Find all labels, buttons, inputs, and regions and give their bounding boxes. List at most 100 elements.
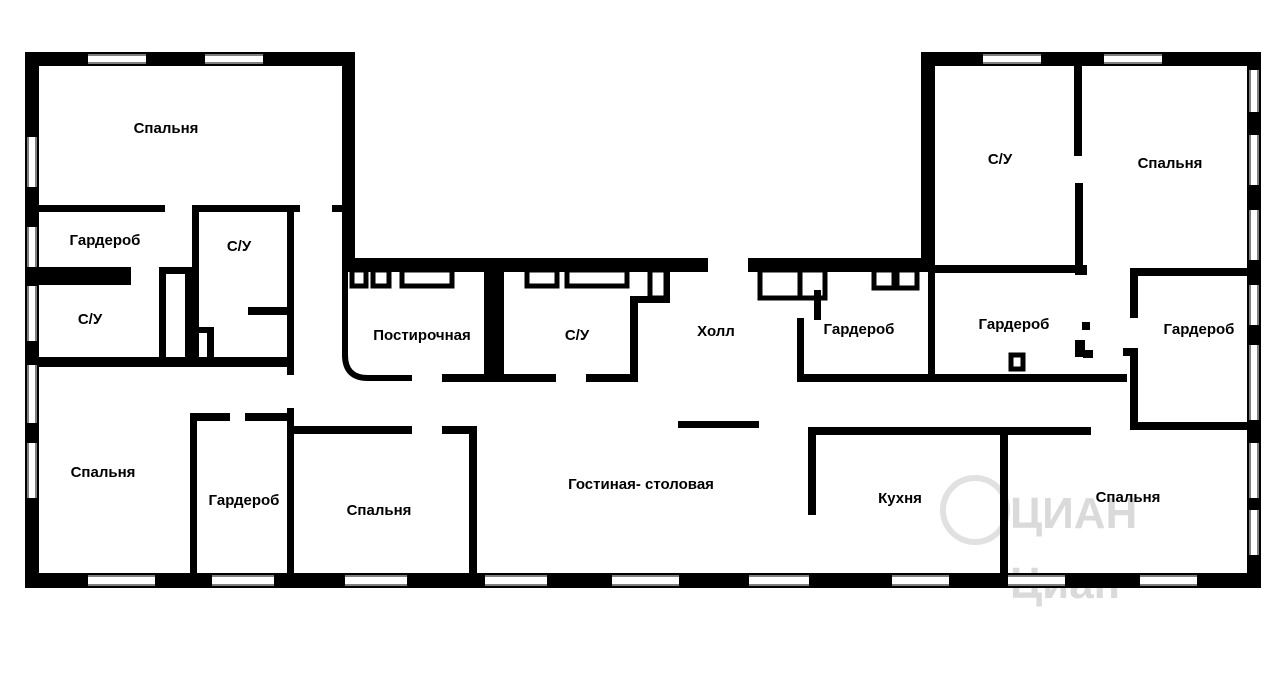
wall [39,267,131,285]
room-label-wardrobe-c2: Гардероб [979,316,1050,333]
window-pane [27,286,37,341]
wall [808,427,1091,435]
window [983,54,1041,64]
wall [1130,268,1138,318]
window [1140,575,1197,586]
window [1249,210,1259,260]
window-pane [1249,135,1259,185]
wall [287,408,294,573]
wall [492,272,504,382]
window [27,137,37,187]
window-pane [1104,54,1162,64]
wall [678,421,759,428]
window-pane [205,54,263,64]
wall [199,327,214,333]
wall [442,426,477,434]
room-label-wardrobe-e: Гардероб [1164,321,1235,338]
fixture [399,267,455,289]
window [1008,575,1065,586]
window [27,227,37,267]
room-label-bath-center: С/У [565,327,590,344]
room-label-bedroom-se: Спальня [1096,489,1161,506]
wall [159,267,192,274]
room-label-wardrobe-sw: Гардероб [209,492,280,509]
window-pane [27,227,37,267]
room-label-laundry: Постирочная [373,327,470,344]
room-label-bath-ne: С/У [988,151,1013,168]
wall [1000,427,1008,573]
window-pane [88,575,155,586]
window [1249,345,1259,420]
fixture [524,267,560,289]
wall [797,374,1127,382]
window [88,54,146,64]
window [1249,443,1259,498]
fixture [647,267,669,301]
wall [25,52,355,66]
wall [245,413,294,421]
window-pane [612,575,679,586]
fixture [871,267,897,291]
wall [921,52,935,272]
wall [808,427,816,515]
wall [190,413,230,421]
window-pane [1008,575,1065,586]
fixture [894,267,920,291]
wall [921,52,1261,66]
wall [190,420,197,573]
wall [797,318,804,382]
window [1249,285,1259,325]
room-label-bedroom-ne: Спальня [1138,155,1203,172]
window-pane [749,575,809,586]
room-label-hall: Холл [697,323,735,340]
window [27,286,37,341]
window-pane [1249,285,1259,325]
room-label-wardrobe-c1: Гардероб [824,321,895,338]
wall [928,272,935,382]
fixture [370,267,392,289]
window-pane [1249,70,1259,112]
window [485,575,547,586]
window-pane [1249,443,1259,498]
room-label-bedroom-s: Спальня [347,502,412,519]
wall [332,205,342,212]
window [205,54,263,64]
window [892,575,949,586]
window [27,365,37,423]
wall [185,274,192,357]
wall [39,357,294,367]
wall [342,52,355,272]
wall [504,374,556,382]
wall [1082,322,1090,330]
window-pane [88,54,146,64]
wall [1130,348,1138,428]
wall [630,300,638,382]
window [1249,135,1259,185]
window-pane [1249,510,1259,555]
wall [935,265,1085,273]
window [612,575,679,586]
wall [469,426,477,573]
wall [248,307,294,315]
wall [342,272,412,381]
wall [159,267,166,357]
wall [1130,268,1247,276]
fixture [757,267,803,301]
watermark-text-1: ЦИАН [1010,489,1137,538]
wall [586,374,638,382]
window [749,575,809,586]
wall [207,327,214,362]
wall [192,205,300,212]
window [1249,510,1259,555]
room-labels: Спальня Гардероб С/У С/У Постирочная С/У… [70,120,1235,519]
fixture [797,267,828,301]
window-pane [892,575,949,586]
window-pane [27,443,37,498]
wall [1075,340,1085,357]
wall [287,205,294,375]
window-pane [1249,345,1259,420]
room-label-kitchen: Кухня [878,490,922,507]
window-pane [1140,575,1197,586]
wall [442,374,484,382]
